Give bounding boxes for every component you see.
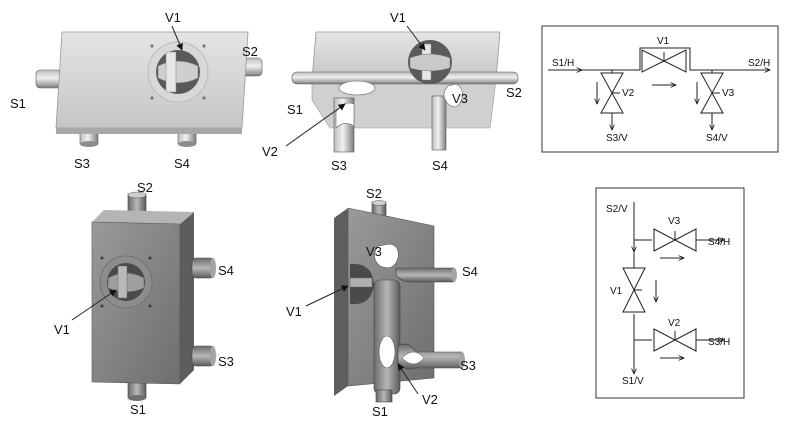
label-v1: V1 — [165, 10, 181, 25]
label-s1: S1 — [10, 96, 26, 111]
block-top-edge — [92, 210, 194, 224]
block-side-face — [180, 212, 194, 384]
label-s3: S3/V — [606, 133, 628, 144]
top-left-view: V1 S1 S2 S3 S4 — [10, 10, 263, 171]
label-s2: S2/H — [748, 58, 770, 69]
label-s3: S3 — [460, 358, 476, 373]
s1-port — [35, 69, 63, 89]
cut-block-side — [334, 208, 348, 396]
label-s1: S1/H — [552, 58, 574, 69]
block-front-edge — [56, 128, 242, 134]
label-v1: V1 — [286, 304, 302, 319]
bottom-left-view: S2 S4 S3 S1 V1 — [54, 180, 234, 417]
label-s4: S4 — [462, 264, 478, 279]
label-v2: V2 — [668, 318, 681, 329]
s4-pipe — [431, 95, 447, 151]
label-v3: V3 — [722, 88, 735, 99]
v3-cavity — [443, 83, 463, 108]
label-s3: S3 — [331, 158, 347, 173]
label-s2: S2/V — [606, 204, 628, 215]
label-s3: S3 — [218, 354, 234, 369]
label-v1: V1 — [610, 286, 623, 297]
label-v3: V3 — [366, 244, 382, 259]
label-s3: S3/H — [708, 337, 730, 348]
v2-cavity — [338, 80, 376, 96]
schematic-vertical: S2/V V3 S4/H V1 V2 S3/H S1/V — [595, 187, 745, 399]
label-v1: V1 — [390, 10, 406, 25]
bottom-right-view: S2 V3 S4 V1 S3 S1 V2 — [286, 186, 478, 419]
label-v2: V2 — [262, 144, 278, 159]
label-s1: S1 — [130, 402, 146, 417]
v3-cavity — [374, 243, 399, 269]
label-s1: S1 — [287, 102, 303, 117]
schematic-horizontal: V1 V2 V3 S1/H S2/H S3/V S4/V — [541, 25, 779, 153]
label-s4: S4/V — [706, 133, 728, 144]
label-s2: S2 — [366, 186, 382, 201]
top-right-view: V1 S1 S2 V3 V2 S3 S4 — [262, 10, 522, 173]
label-s2: S2 — [242, 44, 258, 59]
label-v1: V1 — [54, 322, 70, 337]
v2-cavity — [378, 335, 396, 369]
label-v3: V3 — [668, 216, 681, 227]
label-s1: S1/V — [622, 376, 644, 387]
label-v2: V2 — [422, 392, 438, 407]
label-v1: V1 — [657, 36, 670, 47]
s1-pipe — [375, 389, 393, 403]
label-s4: S4 — [432, 158, 448, 173]
main-pipe — [291, 71, 519, 85]
label-s4: S4 — [174, 156, 190, 171]
label-s2: S2 — [506, 85, 522, 100]
label-s3: S3 — [74, 156, 90, 171]
schematic-frame — [595, 187, 745, 399]
label-s4: S4 — [218, 263, 234, 278]
schematic-frame — [541, 25, 779, 153]
label-s2: S2 — [137, 180, 153, 195]
label-s4: S4/H — [708, 237, 730, 248]
s4-pipe — [395, 267, 455, 283]
label-v2: V2 — [622, 88, 635, 99]
label-s1: S1 — [372, 404, 388, 419]
label-v3: V3 — [452, 91, 468, 106]
